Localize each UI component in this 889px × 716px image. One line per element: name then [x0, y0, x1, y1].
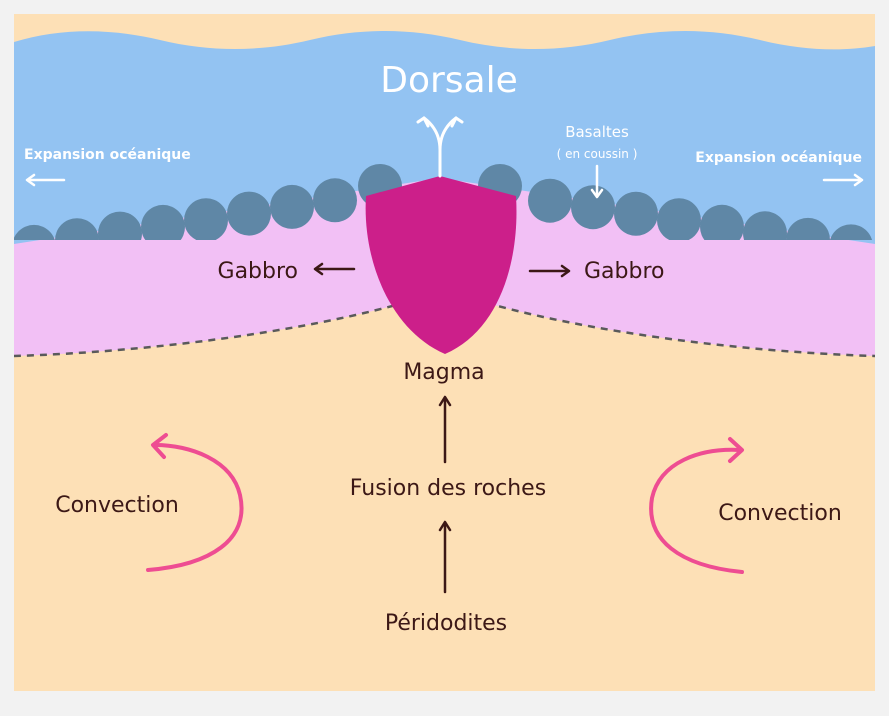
expansion-left-arrow: [25, 173, 66, 187]
fusion-label: Fusion des roches: [350, 476, 546, 501]
gabbro-left-label: Gabbro: [218, 259, 298, 284]
pillow-basalt: [786, 217, 830, 240]
pillow-basalt: [184, 198, 228, 240]
pillow-basalt: [270, 184, 314, 229]
pillow-basalt: [14, 224, 56, 240]
gabbro-left-arrow: [313, 262, 356, 276]
expansion-right-arrow: [822, 173, 864, 187]
basaltes-label: Basaltes: [565, 123, 629, 141]
upward-arrow-to-fusion: [438, 520, 452, 594]
pillow-basalt: [227, 191, 271, 236]
basalt-pointer-arrow: [590, 164, 604, 199]
pillow-basalt: [700, 204, 744, 240]
pillow-basalt: [528, 178, 572, 223]
magma-label: Magma: [403, 360, 484, 385]
magma-chamber: [365, 176, 517, 354]
pillow-basalt: [829, 224, 873, 240]
pillow-basalt: [614, 191, 658, 236]
peridodites-label: Péridodites: [385, 611, 507, 636]
gabbro-right-arrow: [528, 264, 571, 278]
ocean-water: [14, 31, 875, 244]
pillow-basalts: [14, 164, 873, 240]
pillow-basalt: [141, 204, 185, 240]
convection-right-arrow: [649, 437, 744, 574]
pillow-basalt: [657, 198, 701, 240]
gabbro-right-label: Gabbro: [584, 259, 664, 284]
expansion-right-label: Expansion océanique: [695, 150, 862, 166]
expansion-left-label: Expansion océanique: [24, 147, 191, 163]
basaltes-sublabel: ( en coussin ): [557, 147, 638, 161]
convection-left-label: Convection: [55, 493, 179, 518]
vent-arrows-icon: [416, 116, 464, 178]
moho-boundary: [14, 288, 875, 358]
pillow-basalt: [98, 211, 142, 240]
pillow-basalt: [313, 178, 357, 223]
convection-right-label: Convection: [718, 501, 842, 526]
pillow-basalt: [55, 218, 99, 240]
convection-left-arrow: [146, 433, 244, 572]
pillow-basalt: [571, 185, 615, 230]
upward-arrow-to-magma: [438, 395, 452, 464]
pillow-basalt: [743, 211, 787, 240]
diagram-title: Dorsale: [380, 60, 518, 101]
